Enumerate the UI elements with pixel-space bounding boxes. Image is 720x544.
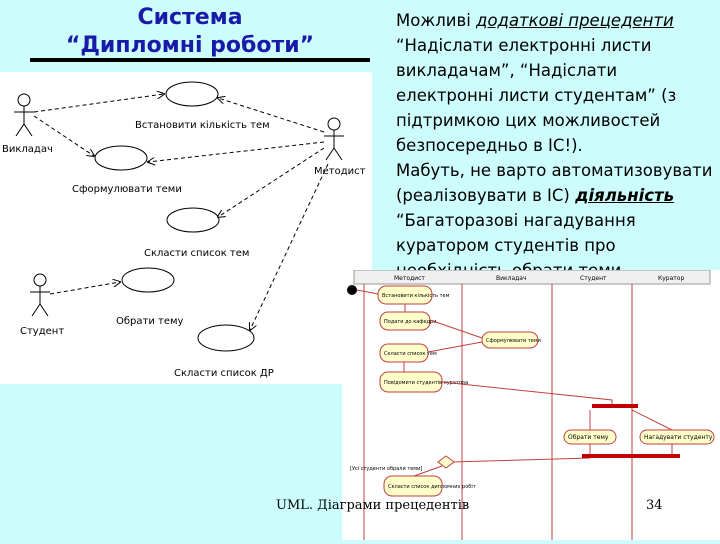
use-case-ellipse	[94, 145, 148, 171]
guard-label: [Усі студенти обрали теми]	[350, 466, 422, 472]
use-case-ellipse	[121, 267, 175, 293]
para1-emphasis: додаткові прецеденти	[476, 11, 674, 30]
use-case-label: Сформулювати теми	[72, 184, 182, 195]
join-bar	[582, 454, 680, 458]
lane-label: Методист	[394, 275, 425, 282]
initial-node	[347, 285, 357, 295]
title-line-1: Система	[137, 5, 243, 30]
flow	[356, 289, 379, 295]
activity-label: Обрати тему	[568, 434, 609, 441]
para1-text-a: Можливі	[396, 11, 477, 30]
actor-vykladach	[14, 93, 34, 137]
use-case-ellipse	[197, 324, 255, 352]
footer-text: UML. Діаграми прецедентів	[276, 498, 470, 513]
slide-title: Система “Дипломні роботи”	[40, 4, 340, 60]
actor-label-metodyst: Методист	[314, 166, 366, 177]
activity-label: Встановити кількість тем	[382, 293, 450, 299]
decision-node	[437, 455, 455, 469]
title-line-2: “Дипломні роботи”	[65, 33, 315, 58]
activity-label: Подати до кафедри	[384, 319, 437, 325]
title-underline	[30, 58, 370, 62]
actor-metodyst	[324, 117, 344, 161]
activity-label: Скласти список дипломних робіт	[388, 484, 476, 490]
use-case-label: Встановити кількість тем	[135, 119, 270, 131]
lane-header	[353, 269, 711, 285]
actor-label-vykladach: Викладач	[2, 144, 53, 155]
flows	[403, 304, 673, 477]
activity-label: Сформулювати теми	[486, 338, 541, 344]
paragraph-1: Можливі додаткові прецеденти “Надіслати …	[372, 8, 717, 158]
lane-label: Куратор	[658, 275, 684, 282]
use-case-diagram: Викладач Методист Студент Встановити кіл…	[0, 72, 372, 384]
para1-text-c: “Надіслати електронні листи викладачам”,…	[396, 36, 677, 155]
associations	[33, 94, 329, 330]
lane-label: Викладач	[496, 275, 527, 282]
actor-student	[30, 273, 50, 317]
activity-nodes	[377, 285, 715, 497]
use-case-label: Обрати тему	[116, 316, 184, 327]
swimlanes	[363, 284, 633, 540]
actor-label-student: Студент	[20, 326, 64, 337]
activity-label: Нагадувати студенту	[644, 434, 713, 441]
use-case-ellipse	[165, 81, 219, 107]
activity-diagram: Методист Викладач Студент Куратор Встано…	[342, 269, 720, 540]
para2-emphasis: діяльність	[575, 186, 675, 205]
use-case-label: Скласти список тем	[144, 248, 249, 259]
use-case-ellipse	[166, 207, 220, 233]
activity-label: Скласти список тем	[384, 351, 437, 357]
fork-bar	[592, 404, 638, 408]
lane-label: Студент	[580, 275, 607, 282]
para2-text-a: Мабуть, не варто автоматизовувати (реалі…	[396, 161, 713, 205]
use-case-label: Скласти список ДР	[174, 368, 274, 379]
activity-label: Повідомити студентів куратора	[384, 380, 468, 386]
page-number: 34	[646, 498, 663, 513]
slide-text: Можливі додаткові прецеденти “Надіслати …	[372, 8, 717, 308]
